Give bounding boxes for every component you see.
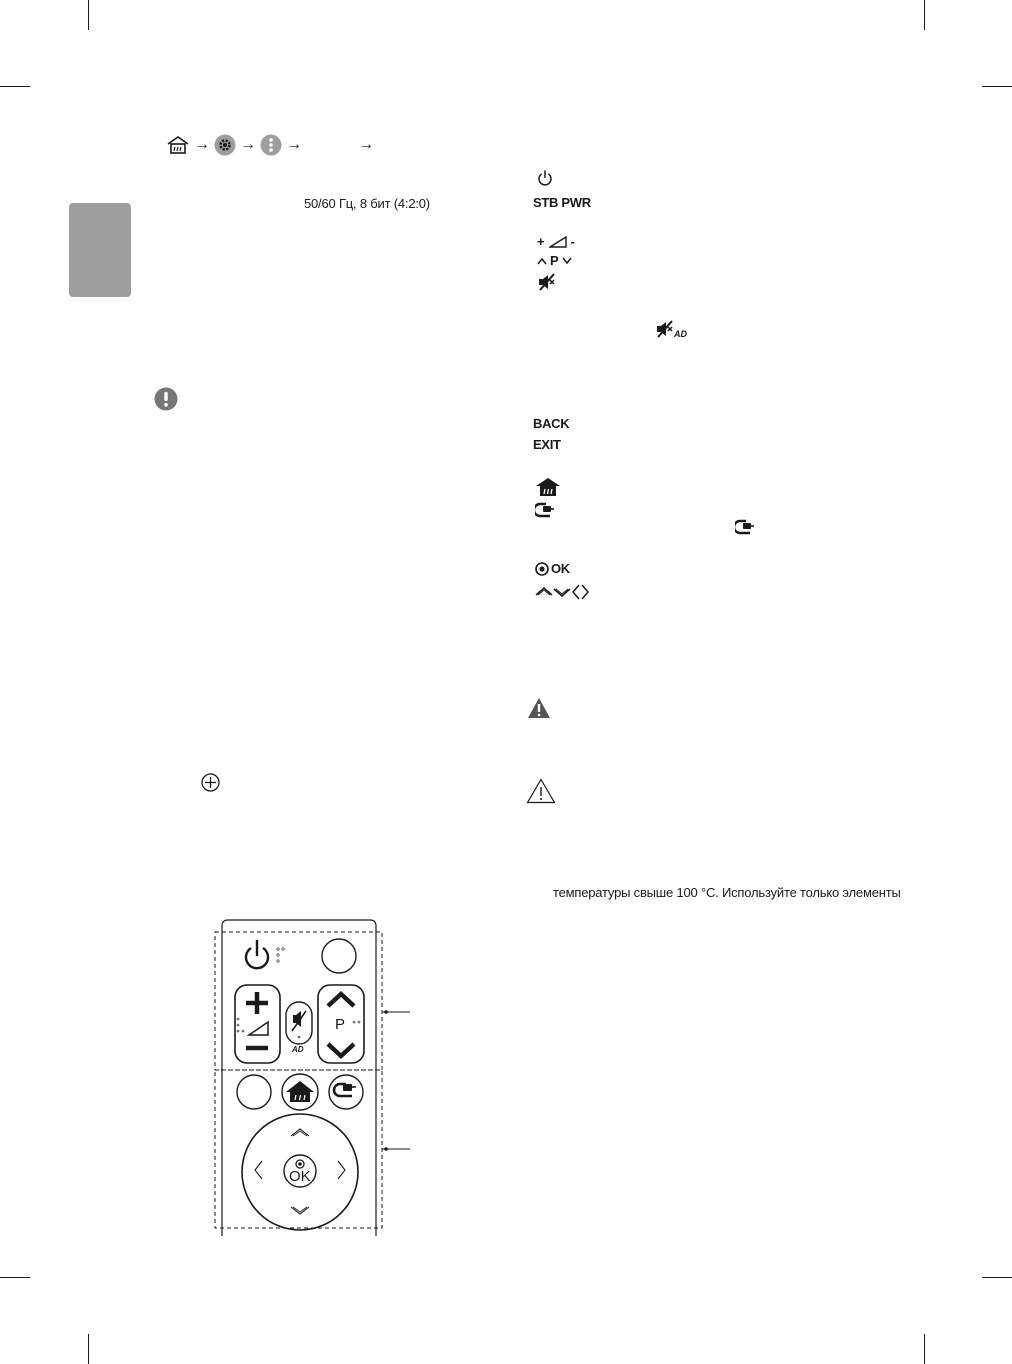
input-icon — [535, 502, 555, 518]
remote-ad-label: AD — [292, 1045, 304, 1054]
crop-mark — [924, 0, 925, 30]
more-options-icon — [260, 134, 282, 156]
gear-icon — [214, 134, 236, 156]
program-label: P — [550, 253, 559, 268]
ok-icon — [535, 561, 549, 576]
circle-plus-icon — [201, 773, 220, 792]
crop-mark — [88, 0, 89, 30]
arrow-right-icon: → — [358, 136, 374, 153]
remote-control-illustration: P AD OK — [210, 916, 410, 1236]
chevron-up-icon — [537, 257, 547, 265]
chevron-down-icon — [562, 257, 572, 265]
arrow-right-icon: → — [194, 136, 210, 153]
home-icon — [535, 477, 561, 497]
volume-plus-label: + — [537, 234, 545, 249]
settings-path: → → → → — [166, 134, 374, 156]
warning-text: температуры свыше 100 °C. Используйте то… — [553, 885, 901, 900]
back-key: BACK — [533, 416, 570, 431]
warning-filled-icon — [527, 697, 551, 719]
signal-spec-text: 50/60 Гц, 8 бит (4:2:0) — [304, 196, 430, 211]
volume-icon — [548, 235, 567, 248]
ok-label: OK — [551, 561, 570, 576]
crop-mark — [0, 1277, 30, 1278]
volume-minus-label: - — [570, 234, 575, 249]
crop-mark — [88, 1334, 89, 1364]
remote-program-label: P — [335, 1016, 346, 1033]
crop-mark — [982, 86, 1012, 87]
navigation-arrows-icon — [534, 583, 592, 601]
program-key: P — [537, 253, 572, 268]
mute-icon — [655, 319, 675, 339]
remote-ok-label: OK — [289, 1168, 311, 1185]
caution-outline-icon — [526, 778, 556, 804]
power-icon — [537, 169, 553, 187]
note-icon — [154, 387, 178, 411]
input-icon — [735, 519, 755, 535]
crop-mark — [982, 1277, 1012, 1278]
crop-mark — [924, 1334, 925, 1364]
stb-power-key: STB PWR — [533, 195, 591, 210]
home-icon — [166, 135, 190, 155]
ok-key: OK — [535, 561, 570, 576]
language-tab — [69, 203, 131, 297]
arrow-right-icon: → — [240, 136, 256, 153]
exit-key: EXIT — [533, 437, 561, 452]
crop-mark — [0, 86, 30, 87]
mute-icon — [537, 272, 557, 292]
volume-key: + - — [537, 234, 575, 249]
ad-label: AD — [674, 329, 687, 339]
mute-ad-key: AD — [655, 319, 687, 339]
arrow-right-icon: → — [286, 136, 302, 153]
